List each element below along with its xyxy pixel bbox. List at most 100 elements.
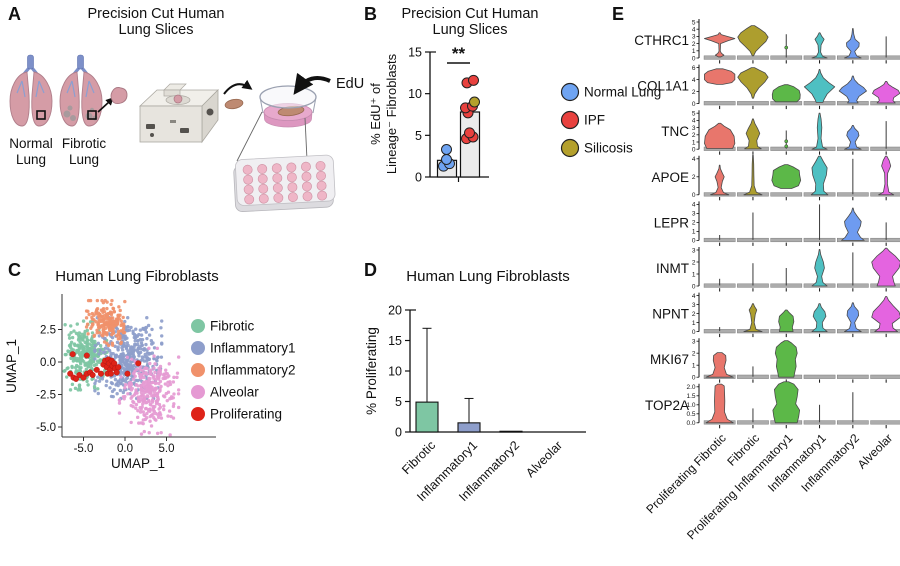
legend-swatch [191, 319, 205, 333]
y-tick-label: 5 [415, 129, 422, 143]
y-tick-label: -5.0 [36, 422, 56, 434]
zero-baseline [870, 55, 900, 60]
umap-point [121, 329, 125, 333]
whisker-dot [784, 144, 789, 149]
row-y-tick-label: 3 [692, 211, 696, 218]
umap-point [175, 371, 180, 375]
row-y-tick-label: 4 [692, 202, 696, 209]
umap-point [140, 357, 145, 362]
umap-point [79, 365, 83, 370]
umap-point [164, 368, 168, 372]
umap-point [116, 345, 120, 349]
row-y-tick-label: 0.0 [686, 420, 695, 427]
umap-point [131, 404, 135, 409]
umap-point [83, 361, 87, 366]
x-category-label: Fibrotic [399, 438, 438, 477]
umap-point [127, 383, 131, 387]
umap-point [142, 375, 146, 380]
umap-point [154, 418, 158, 422]
umap-point [111, 306, 115, 311]
umap-point [77, 331, 82, 335]
y-tick-label: 5 [395, 395, 402, 409]
umap-point [93, 357, 97, 361]
normal-lung-label-1: Normal [9, 136, 53, 151]
whisker-dot [784, 45, 789, 50]
umap-point [141, 418, 146, 422]
umap-point [105, 333, 109, 337]
umap-point [136, 409, 140, 413]
culture-dish-art [259, 85, 317, 128]
umap-point [140, 355, 145, 359]
umap-point [93, 344, 97, 348]
well [244, 194, 255, 205]
legend-swatch [191, 363, 205, 377]
umap-point [89, 352, 93, 357]
umap-point [109, 351, 113, 355]
umap-point [152, 366, 156, 370]
transfer-arrow [223, 79, 253, 95]
umap-point [125, 341, 129, 345]
umap-point [68, 388, 73, 392]
violin-shape [871, 247, 900, 287]
zero-baseline [770, 192, 803, 197]
umap-point [116, 313, 120, 318]
bar [499, 430, 523, 433]
umap-point [149, 413, 154, 418]
zero-baseline [770, 237, 803, 243]
umap-point [92, 334, 96, 338]
umap-point [143, 397, 147, 402]
umap-point [100, 314, 104, 318]
umap-point [121, 351, 125, 356]
umap-point [89, 363, 93, 367]
umap-point [155, 431, 160, 436]
edu-arrow [293, 72, 331, 95]
umap-point [146, 384, 151, 388]
umap-point [142, 390, 147, 395]
row-y-tick-label: 0 [692, 238, 696, 245]
umap-point [134, 402, 139, 407]
umap-point [94, 379, 98, 383]
violin-shape [744, 118, 762, 150]
data-point [441, 144, 452, 155]
umap-point [155, 394, 160, 398]
panel-d-ylabel: % Proliferating [364, 327, 379, 415]
umap-point [72, 329, 76, 333]
bar [415, 401, 439, 433]
well [243, 184, 254, 195]
umap-point [125, 376, 130, 380]
panel-b-letter: B [364, 4, 377, 24]
umap-point [162, 407, 166, 412]
violin-shape [743, 303, 763, 332]
umap-point [159, 416, 164, 420]
umap-point [133, 369, 137, 373]
umap-point [172, 402, 176, 406]
umap-point [129, 396, 133, 400]
y-tick-label: 0 [415, 171, 422, 185]
umap-point [133, 342, 137, 347]
umap-point [152, 376, 156, 381]
umap-point [162, 395, 167, 399]
umap-point [112, 310, 117, 314]
umap-point [117, 305, 121, 309]
umap-point [70, 382, 75, 387]
legend-label: Proliferating [210, 407, 282, 422]
umap-point [158, 387, 162, 391]
row-y-tick-label: 0 [692, 147, 696, 154]
umap-point [149, 372, 153, 376]
umap-point-proliferating [135, 360, 142, 367]
panel-a-letter: A [8, 4, 21, 24]
panel-d-plot-area: 05101520FibroticInflammatory1Inflammator… [388, 304, 586, 504]
panel-c-legend: FibroticInflammatory1Inflammatory2Alveol… [191, 319, 296, 422]
umap-point [176, 392, 181, 396]
umap-point [175, 375, 179, 380]
legend-swatch [191, 407, 205, 421]
umap-point [104, 383, 108, 388]
umap-point [85, 338, 89, 342]
umap-point [95, 331, 99, 335]
violin-shape [810, 155, 829, 196]
umap-point [98, 358, 102, 362]
umap-point [142, 413, 146, 417]
